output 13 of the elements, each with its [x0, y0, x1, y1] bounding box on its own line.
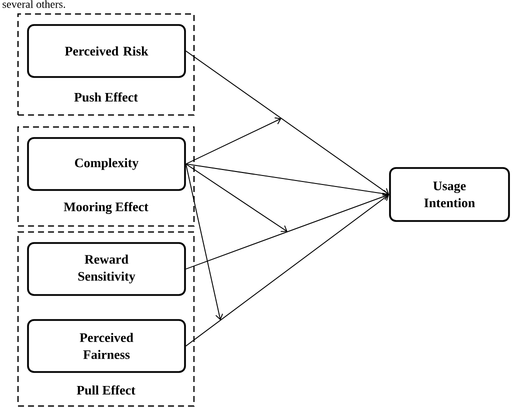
- process-box: Perceived Risk: [27, 24, 186, 78]
- process-box: Reward Sensitivity: [27, 242, 186, 296]
- arrow: [185, 117, 282, 164]
- process-box: Complexity: [27, 137, 186, 191]
- arrow: [185, 164, 390, 198]
- arrow: [185, 164, 224, 320]
- arrow: [185, 194, 390, 346]
- arrow: [185, 164, 288, 232]
- caption-text: several others.: [2, 0, 66, 8]
- process-box: Usage Intention: [389, 167, 510, 222]
- process-box: Perceived Fairness: [27, 319, 186, 373]
- arrow: [185, 50, 390, 194]
- arrow: [185, 192, 390, 270]
